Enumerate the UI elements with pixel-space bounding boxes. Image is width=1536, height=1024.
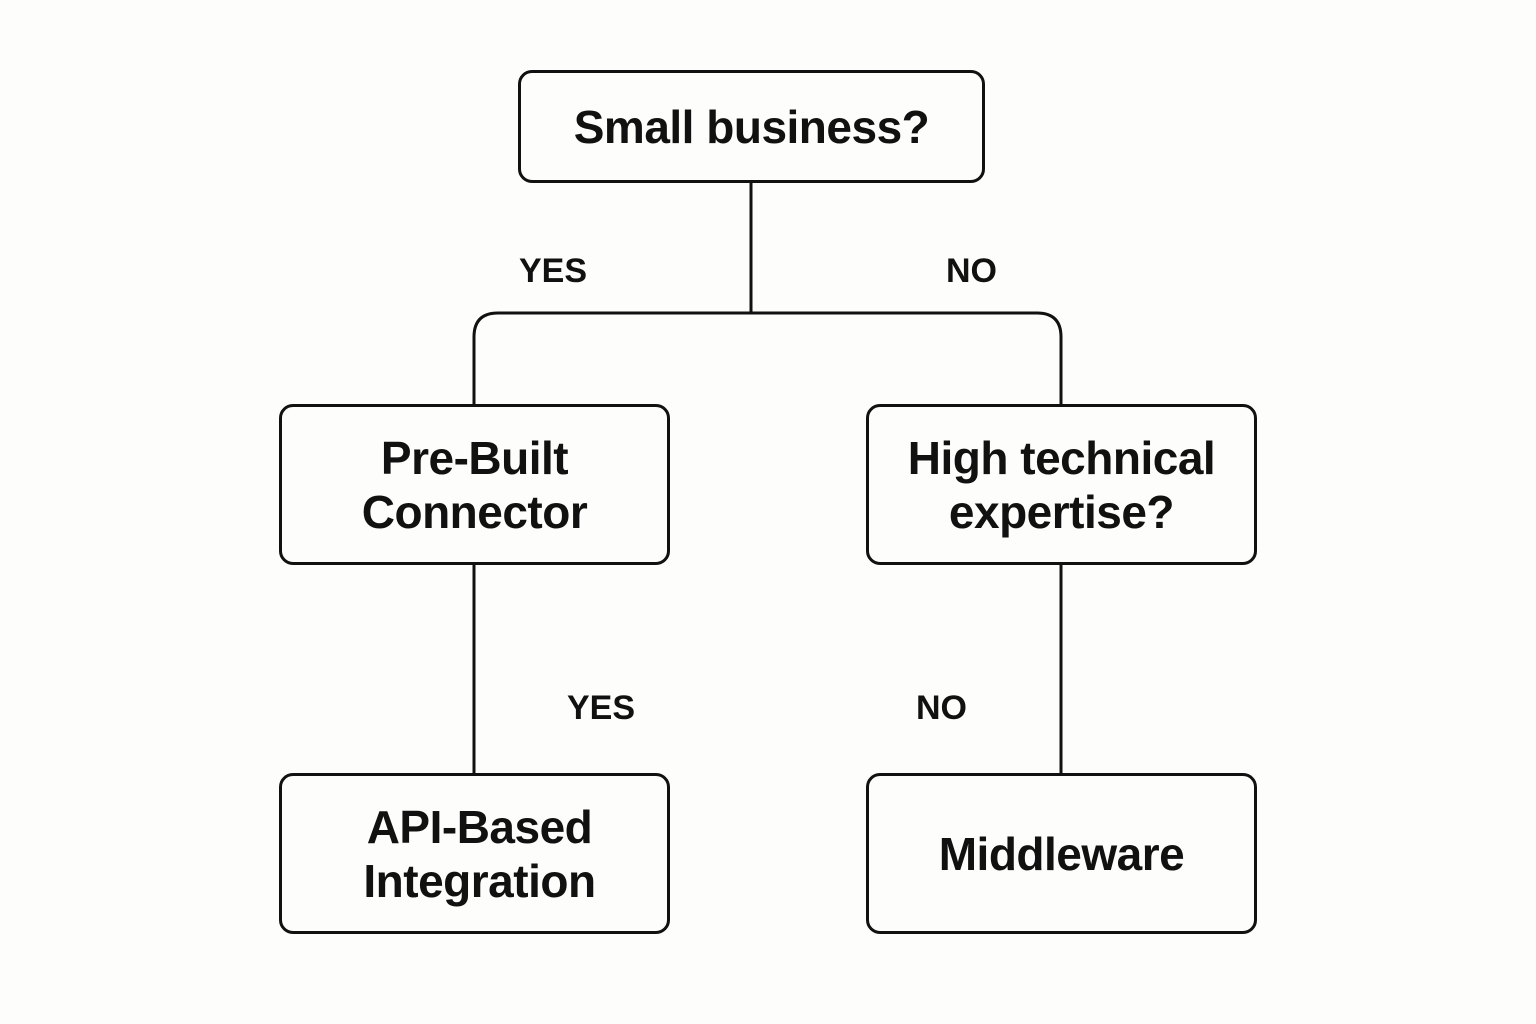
edge-label-right-no: NO <box>916 689 967 727</box>
decision-high-technical-expertise: High technical expertise? <box>866 404 1257 565</box>
edge-label-root-yes: YES <box>519 252 588 290</box>
decision-small-business: Small business? <box>518 70 985 183</box>
decision-small-business-text: Small business? <box>573 100 930 153</box>
result-pre-built-connector: Pre-Built Connector <box>279 404 670 565</box>
result-middleware-text: Middleware <box>938 827 1185 880</box>
connector-root-to-branches <box>472 183 1063 404</box>
result-pre-built-connector-text: Pre-Built Connector <box>361 431 588 538</box>
decision-high-technical-expertise-text: High technical expertise? <box>907 431 1216 538</box>
edge-label-root-no: NO <box>946 252 997 290</box>
result-api-based-integration-text: API-Based Integration <box>363 800 596 907</box>
result-api-based-integration: API-Based Integration <box>279 773 670 934</box>
result-middleware: Middleware <box>866 773 1257 934</box>
edge-label-left-yes: YES <box>567 689 636 727</box>
